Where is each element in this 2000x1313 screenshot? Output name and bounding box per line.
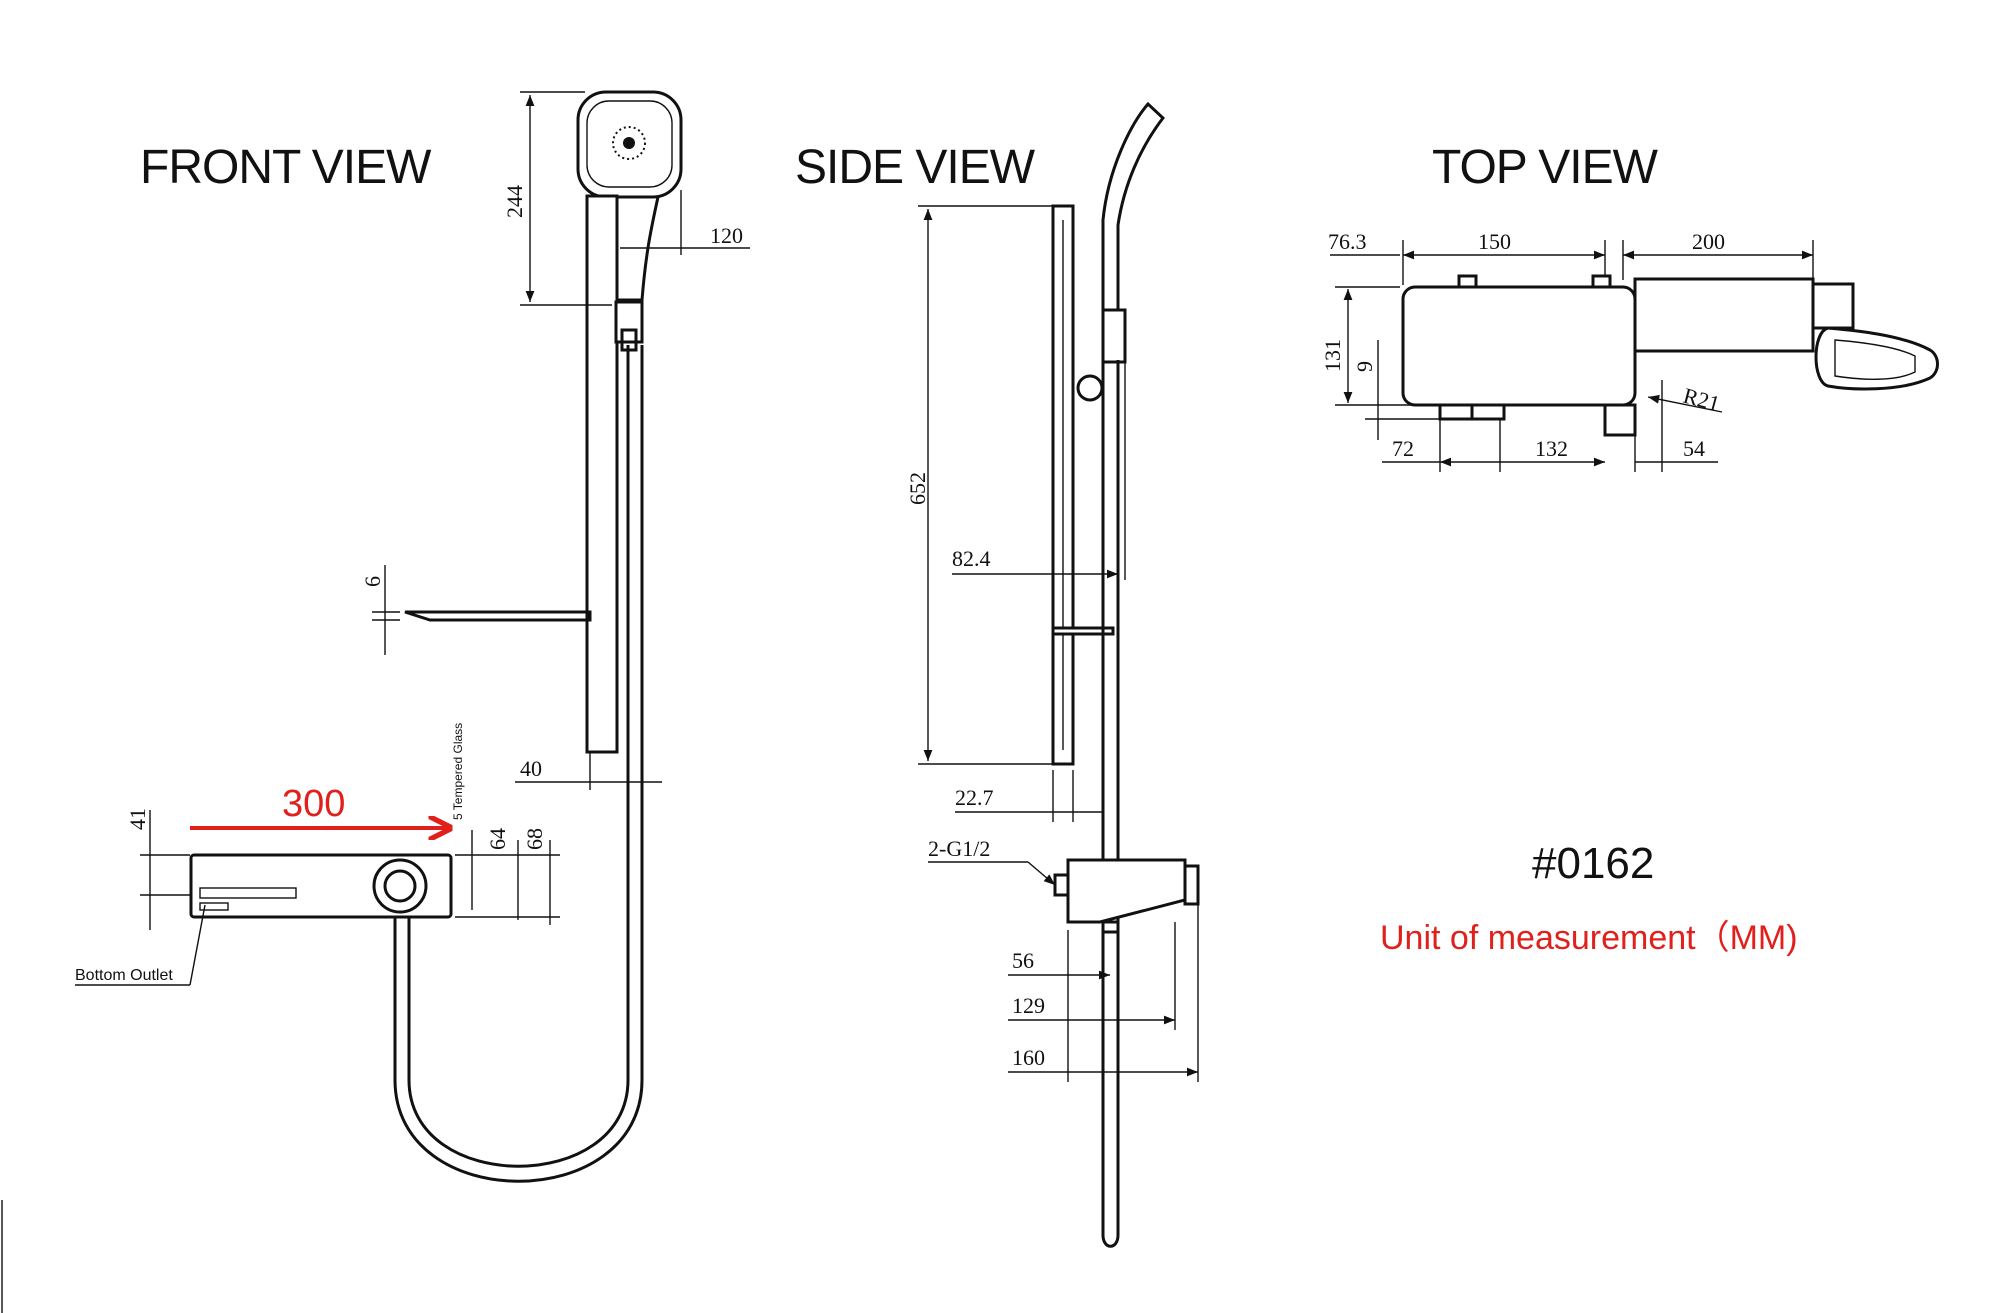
side-dim-129-label: 129 xyxy=(1012,993,1045,1018)
side-head-profile xyxy=(1101,101,1166,312)
side-hose-end xyxy=(1101,1234,1120,1248)
side-mixer-outlet xyxy=(1101,920,1120,934)
top-outlet-a xyxy=(1438,403,1474,421)
front-dim-120-label: 120 xyxy=(710,223,743,248)
top-inlet-a xyxy=(1457,274,1478,289)
side-shelf xyxy=(1051,626,1115,636)
top-dim-72-label: 72 xyxy=(1392,436,1414,461)
front-dim-68-label: 68 xyxy=(522,828,547,850)
front-dim-244-label: 244 xyxy=(502,185,527,218)
front-glass-note: 5 Tempered Glass xyxy=(451,723,465,820)
front-outlet-leader xyxy=(189,904,206,986)
front-dim-64-label: 64 xyxy=(485,828,510,850)
side-mixer-inlet xyxy=(1053,873,1070,897)
top-dim-132-label: 132 xyxy=(1535,436,1568,461)
side-slider xyxy=(1101,308,1127,364)
top-dim-200-label: 200 xyxy=(1692,229,1725,254)
top-bottom-outlet xyxy=(1603,403,1637,437)
top-knob-housing xyxy=(1633,277,1815,353)
top-radius-label: R21 xyxy=(1681,383,1723,417)
top-mixer-body xyxy=(1401,285,1637,407)
side-dim-652-label: 652 xyxy=(905,472,930,505)
side-slider-knob xyxy=(1076,374,1104,402)
front-dim-40-label: 40 xyxy=(520,756,542,781)
side-inlet-label: 2-G1/2 xyxy=(928,836,990,861)
side-mixer-body xyxy=(1066,858,1187,924)
front-view: 244 120 6 40 41 64 68 5 Tempered Glass B… xyxy=(75,90,750,1183)
top-view: 76.3 150 200 131 9 72 132 54 R21 xyxy=(1320,229,1939,472)
top-view-title: TOP VIEW xyxy=(1432,141,1659,194)
front-head-inner xyxy=(586,100,673,188)
front-dim-41-label: 41 xyxy=(125,808,150,830)
top-dim-150-label: 150 xyxy=(1478,229,1511,254)
top-inlet-b xyxy=(1591,274,1612,289)
front-outlet-note: Bottom Outlet xyxy=(75,967,173,984)
side-view: 652 82.4 22.7 2-G1/2 56 129 160 xyxy=(905,101,1200,1248)
front-view-title: FRONT VIEW xyxy=(140,141,432,194)
side-dim-160-label: 160 xyxy=(1012,1045,1045,1070)
front-mixer-knob-outer xyxy=(372,858,428,914)
side-inlet-leader-d xyxy=(1027,861,1056,886)
model-number: #0162 xyxy=(1532,839,1654,888)
front-dim-6-label: 6 xyxy=(360,576,385,587)
front-head-outer xyxy=(576,90,683,199)
top-handle-stem xyxy=(1811,282,1855,330)
top-dim-76-label: 76.3 xyxy=(1328,229,1367,254)
front-hose-outer xyxy=(393,345,644,1183)
front-head-nozzle-ring xyxy=(612,126,646,160)
front-hose-inner xyxy=(407,345,630,1168)
top-handle-inner xyxy=(1834,339,1916,380)
front-shelf xyxy=(404,610,592,622)
unit-note: Unit of measurement（MM) xyxy=(1380,919,1798,957)
front-slider xyxy=(614,300,644,344)
top-radius-leader xyxy=(1647,394,1723,413)
side-mixer-knob xyxy=(1183,864,1200,906)
top-dim-9-label: 9 xyxy=(1352,361,1377,372)
front-mixer-knob-inner xyxy=(383,869,417,903)
side-dim-56-label: 56 xyxy=(1012,948,1034,973)
top-dim-131-label: 131 xyxy=(1320,339,1345,372)
top-outlet-b xyxy=(1470,403,1506,421)
side-dim-82-label: 82.4 xyxy=(952,546,991,571)
front-mixer-outlet xyxy=(199,902,229,911)
top-handle-grip xyxy=(1814,326,1939,391)
top-dim-54-label: 54 xyxy=(1683,436,1705,461)
front-red-value: 300 xyxy=(282,783,345,825)
side-view-title: SIDE VIEW xyxy=(795,141,1036,194)
front-mixer-shelf xyxy=(199,887,297,899)
front-rail xyxy=(585,194,619,754)
side-dim-22-label: 22.7 xyxy=(955,785,994,810)
front-head-nozzle-center xyxy=(623,137,635,149)
